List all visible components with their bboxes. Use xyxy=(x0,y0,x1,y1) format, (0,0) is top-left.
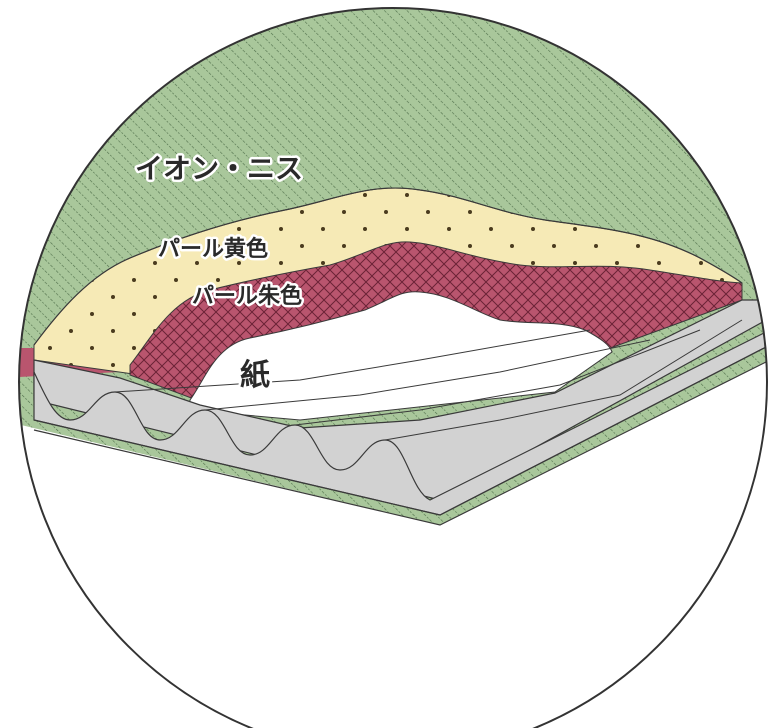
substrate-corrugated-face xyxy=(33,329,767,516)
label-pearl-vermilion: パール朱色 xyxy=(192,283,302,309)
corrugation-ridges xyxy=(114,319,743,441)
label-paper: 紙 xyxy=(240,358,270,393)
cross-section-circle-outline xyxy=(18,7,768,728)
label-ion-nis: イオン・ニス xyxy=(135,152,303,185)
background-white xyxy=(19,360,767,728)
sheet-edge-lines xyxy=(33,344,767,526)
paper-layer xyxy=(189,291,613,421)
label-pearl-yellow: パール黄色 xyxy=(158,236,268,262)
